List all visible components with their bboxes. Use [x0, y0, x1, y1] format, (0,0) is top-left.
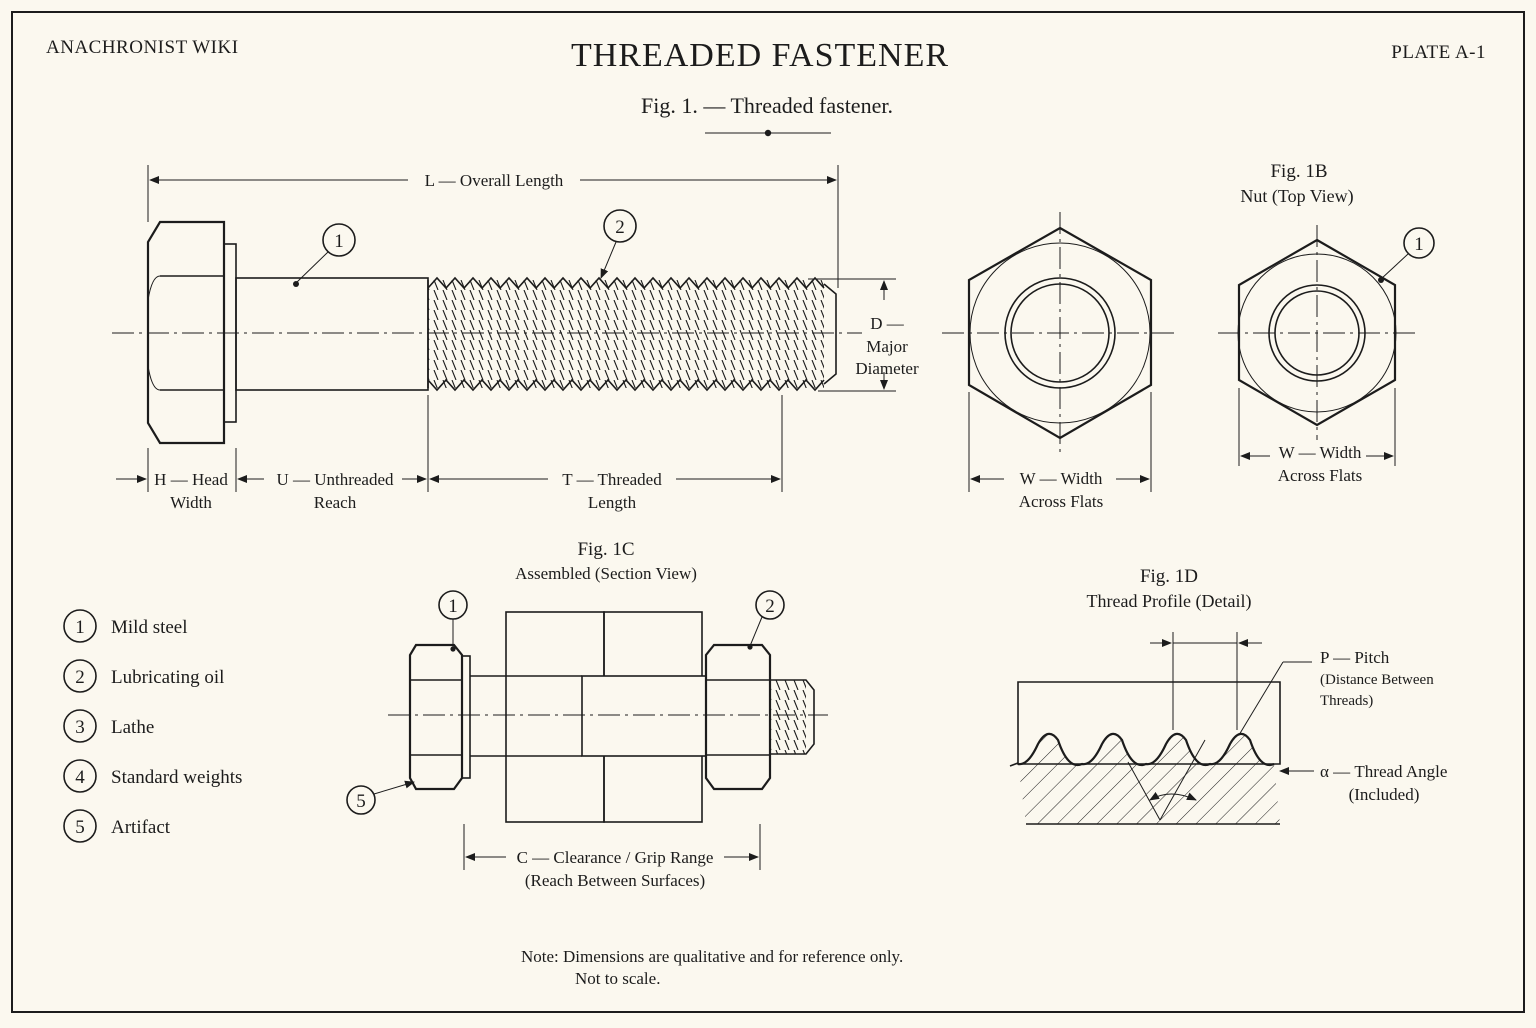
legend-number-circle	[63, 709, 97, 743]
threaded-label-2: Length	[588, 493, 637, 512]
fig1d-thread-profile: Fig. 1D Thread Profile (Detail) P — Pitc…	[1009, 566, 1447, 825]
site-name: ANACHRONIST WIKI	[46, 37, 239, 58]
fig1b-callout-1	[1403, 227, 1435, 259]
fig1c-subtitle: Assembled (Section View)	[515, 564, 697, 583]
fig1b-title: Fig. 1B	[1270, 161, 1327, 182]
legend-item: 4 Standard weights	[63, 759, 242, 793]
legend-item: 1 Mild steel	[63, 609, 188, 643]
callout-2-num: 2	[615, 217, 625, 238]
head-width-label-1: H — Head	[154, 470, 228, 489]
fig1d-subtitle: Thread Profile (Detail)	[1087, 591, 1252, 612]
angle-label-2: (Included)	[1349, 785, 1420, 804]
threaded-label-1: T — Threaded	[562, 470, 662, 489]
callout-1-num: 1	[334, 231, 344, 252]
legend-number-circle	[63, 809, 97, 843]
legend-label: Standard weights	[111, 767, 242, 788]
page-title: THREADED FASTENER	[571, 37, 949, 74]
legend-number: 1	[75, 617, 85, 638]
nut-large-width-label-2: Across Flats	[1019, 492, 1104, 511]
fig1c-callout-1-num: 1	[448, 596, 458, 617]
legend: 1 Mild steel 2 Lubricating oil 3 Lathe 4 Standa…	[63, 609, 242, 843]
legend-number-circle	[63, 759, 97, 793]
fig1c-callout-2	[755, 590, 785, 620]
clearance-label-1: C — Clearance / Grip Range	[517, 848, 714, 867]
legend-item: 5 Artifact	[63, 809, 171, 843]
note-line-2: Not to scale.	[575, 969, 660, 988]
callout-1	[322, 223, 356, 257]
legend-number-circle	[63, 609, 97, 643]
nut-large-width-label-1: W — Width	[1020, 469, 1103, 488]
fig1b-subtitle: Nut (Top View)	[1240, 186, 1353, 207]
pitch-label: P — Pitch	[1320, 648, 1390, 667]
legend-item: 3 Lathe	[63, 709, 154, 743]
callout-2	[603, 209, 637, 243]
fig1c-callout-5	[346, 785, 376, 815]
note-line-1: Note: Dimensions are qualitative and for…	[521, 947, 903, 966]
fig1b-callout-num: 1	[1414, 234, 1424, 255]
unthreaded-label-2: Reach	[314, 493, 357, 512]
head-width-label-2: Width	[170, 493, 212, 512]
overall-length-label: L — Overall Length	[425, 171, 564, 190]
fig1d-title: Fig. 1D	[1140, 566, 1198, 587]
figure-caption: Fig. 1. — Threaded fastener.	[641, 93, 893, 118]
fig1a-bolt: L — Overall Length 1 2 D — Major Diam	[112, 165, 919, 512]
legend-number: 3	[75, 717, 85, 738]
legend-label: Artifact	[111, 817, 171, 838]
plate-number: PLATE A-1	[1391, 42, 1486, 63]
legend-label: Lathe	[111, 717, 154, 738]
unthreaded-label-1: U — Unthreaded	[276, 470, 394, 489]
pitch-label-2: (Distance Between	[1320, 672, 1434, 688]
fig1c-callout-5-num: 5	[356, 791, 366, 812]
legend-number: 2	[75, 667, 85, 688]
fig1c-assembly: Fig. 1C Assembled (Section View) 1 2	[346, 539, 828, 890]
major-diameter-label-3: Diameter	[855, 359, 919, 378]
fig1b-width-label-2: Across Flats	[1278, 466, 1363, 485]
fig1b-nut-large: W — Width Across Flats	[942, 212, 1178, 511]
legend-item: 2 Lubricating oil	[63, 659, 224, 693]
fig1b-nut: Fig. 1B Nut (Top View) 1 W — Width Acros…	[1218, 161, 1435, 485]
outer-frame	[11, 11, 1525, 1013]
caption-ornament	[705, 129, 831, 137]
pitch-label-3: Threads)	[1320, 693, 1373, 709]
clearance-label-2: (Reach Between Surfaces)	[525, 871, 705, 890]
legend-number: 5	[75, 817, 85, 838]
fig1c-title: Fig. 1C	[577, 539, 634, 560]
major-diameter-label-2: Major	[866, 337, 908, 356]
legend-label: Mild steel	[111, 617, 188, 638]
legend-number: 4	[75, 767, 85, 788]
legend-label: Lubricating oil	[111, 667, 224, 688]
angle-label: α — Thread Angle	[1320, 762, 1447, 781]
major-diameter-label-1: D —	[870, 314, 905, 333]
legend-number-circle	[63, 659, 97, 693]
fig1b-width-label-1: W — Width	[1279, 443, 1362, 462]
fig1c-callout-2-num: 2	[765, 596, 775, 617]
